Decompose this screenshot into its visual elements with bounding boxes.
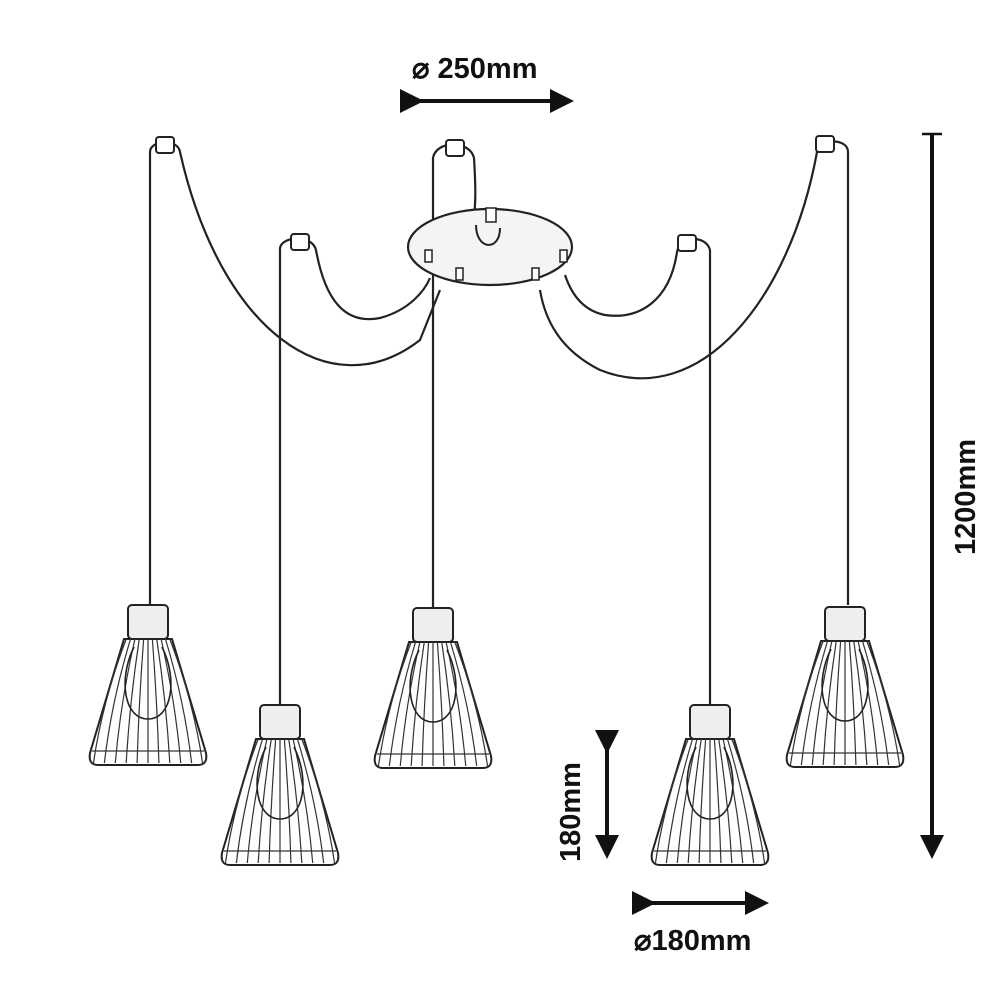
cage-wire (822, 640, 837, 766)
cage-wire (151, 638, 160, 764)
cage-wire (665, 738, 694, 864)
height-label: 1200mm (950, 439, 982, 555)
cage-wire (726, 738, 755, 864)
lamp-socket (412, 607, 454, 643)
bulb (409, 649, 457, 723)
cage-wire (861, 640, 890, 766)
bulb (124, 646, 172, 720)
shade-height-label: 180mm (555, 762, 587, 862)
cage-wire (718, 738, 733, 864)
cage-wire (296, 738, 325, 864)
cage-wire (288, 738, 303, 864)
bulb (821, 648, 869, 722)
cage-wire (103, 638, 132, 764)
lamp-4 (650, 704, 770, 866)
cage-wire (687, 738, 702, 864)
cage-wire (169, 638, 204, 764)
lamp-socket (689, 704, 731, 740)
hook-5 (815, 135, 835, 153)
cage-wire (731, 738, 766, 864)
cage-wire (224, 738, 259, 864)
ceiling-hooks (155, 135, 835, 252)
cage-wire (853, 640, 868, 766)
bulb (686, 746, 734, 820)
bulb (256, 746, 304, 820)
cage-wire (454, 641, 489, 767)
cage-wire (410, 641, 425, 767)
lamp-3 (373, 607, 493, 769)
hook-3 (445, 139, 465, 157)
cage-wire (283, 738, 292, 864)
shade-diameter-label: ⌀180mm (634, 925, 751, 957)
cable-1 (148, 141, 442, 605)
cable-4 (563, 237, 712, 705)
hook-2 (290, 233, 310, 251)
lamp-socket (824, 606, 866, 642)
cage-wire (421, 641, 430, 767)
lamp-shades (88, 604, 905, 866)
canopy-diameter-label: ⌀ 250mm (412, 53, 537, 85)
cage-wire (377, 641, 412, 767)
cage-wire (789, 640, 824, 766)
cable-2 (278, 237, 432, 705)
hook-4 (677, 234, 697, 252)
lamp-1 (88, 604, 208, 766)
cage-wire (449, 641, 478, 767)
lamp-socket (259, 704, 301, 740)
cage-wire (866, 640, 901, 766)
lamp-5 (785, 606, 905, 768)
cage-wire (698, 738, 707, 864)
cage-wire (436, 641, 445, 767)
lamp-socket (127, 604, 169, 640)
cage-wire (268, 738, 277, 864)
cage-wire (156, 638, 171, 764)
cage-wire (92, 638, 127, 764)
cage-wire (388, 641, 417, 767)
cage-wire (125, 638, 140, 764)
cage-wire (800, 640, 829, 766)
ceiling-canopy (406, 207, 574, 287)
cage-wire (833, 640, 842, 766)
cage-wire (136, 638, 145, 764)
cable-5 (538, 140, 850, 605)
lamp-2 (220, 704, 340, 866)
cage-wire (257, 738, 272, 864)
cage-wire (848, 640, 857, 766)
cage-wire (235, 738, 264, 864)
cage-wire (441, 641, 456, 767)
cage-wire (164, 638, 193, 764)
cage-wire (713, 738, 722, 864)
hook-1 (155, 136, 175, 154)
cage-wire (654, 738, 689, 864)
cage-wire (301, 738, 336, 864)
